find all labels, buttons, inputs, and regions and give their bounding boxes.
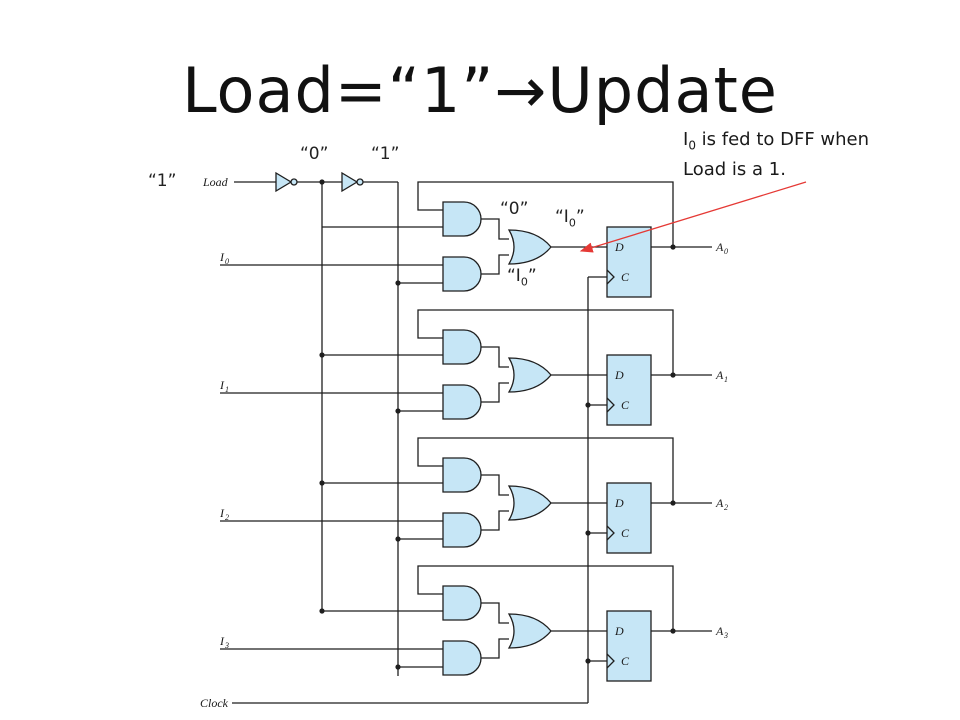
stage-1-and-bottom-out: [481, 382, 509, 403]
stage-1-output-sub: 1: [724, 375, 728, 384]
stage-0-dff-c-label: C: [621, 270, 630, 284]
stage-2-dff-clock-mark: [606, 525, 615, 541]
stage-2-and-top-out: [481, 474, 509, 496]
stage-2-output-sub: 2: [724, 503, 728, 512]
inverter-2-bubble: [356, 178, 364, 186]
stage-0-input-sub: 0: [225, 257, 229, 266]
stage-0-load-junction: [395, 280, 401, 286]
load-value-label: “1”: [148, 171, 177, 191]
stage-3-and-top-out: [481, 602, 509, 624]
stage-1-input-sub: 1: [225, 385, 229, 394]
stage-2-feedback-wire: [417, 437, 674, 503]
stage-1-dff-clock-mark: [606, 397, 615, 413]
stage-3-output-junction: [670, 628, 676, 634]
inverter-1-bubble: [290, 178, 298, 186]
annotation-line-2: Load is a 1.: [683, 158, 786, 180]
stage-0-or: [507, 229, 552, 265]
stage-2-dff-d-label: D: [614, 496, 624, 510]
stage-3-output-sub: 3: [723, 631, 728, 640]
stage-0-dff-clock-mark: [606, 269, 615, 285]
stage-1-feedback-wire: [417, 309, 674, 375]
stage-3-dff-clock-mark: [606, 653, 615, 669]
stage-1-and-bottom: [442, 384, 482, 420]
annotation-line-1: I0 is fed to DFF when: [683, 129, 870, 153]
stage-2-input-sub: 2: [225, 513, 229, 522]
clock-pin-label: Clock: [200, 696, 229, 710]
stage-3-and-bottom-out: [481, 638, 509, 659]
inverter-1: [275, 171, 293, 193]
stage-2-output-junction: [670, 500, 676, 506]
stage-3-output-label: A: [715, 624, 724, 638]
stage-2-input-label: I: [219, 506, 225, 520]
stage-1-clock-junction: [585, 402, 591, 408]
stage-3-load-junction: [395, 664, 401, 670]
stage-2-or: [507, 485, 552, 521]
stage-3-dff: [606, 610, 652, 682]
stage-2-loadn-junction: [319, 480, 325, 486]
stage-2-and-bottom: [442, 512, 482, 548]
stage-3-loadn-junction: [319, 608, 325, 614]
stage-0-and-top-out: [481, 218, 509, 240]
stage-1-output-junction: [670, 372, 676, 378]
stage-1-input-label: I: [219, 378, 225, 392]
stage-0-feedback-wire: [417, 181, 674, 247]
annotation-arrow: [579, 181, 807, 253]
stage-1-dff: [606, 354, 652, 426]
stage-3-feedback-wire: [417, 565, 674, 631]
stage-0-output-sub: 0: [724, 247, 728, 256]
stage-3-and-bottom: [442, 640, 482, 676]
stage-1-load-junction: [395, 408, 401, 414]
stage-2-dff: [606, 482, 652, 554]
stage-1-output-label: A: [715, 368, 724, 382]
stage-3-dff-c-label: C: [621, 654, 630, 668]
stage-2-and-top: [442, 457, 482, 493]
stage-0-and-bottom-out: [481, 254, 509, 275]
and-bottom-output-label: “I0”: [507, 266, 537, 289]
stage-1-and-top: [442, 329, 482, 365]
stage-0-and-bottom: [442, 256, 482, 292]
inverter2-output-label: “1”: [371, 144, 400, 164]
stage-2-load-junction: [395, 536, 401, 542]
stage-0-dff-d-label: D: [614, 240, 624, 254]
annotation-note: I0 is fed to DFF when Load is a 1.: [683, 128, 869, 182]
stage-1-or: [507, 357, 552, 393]
inverter-2: [341, 171, 359, 193]
stage-0-and-top: [442, 201, 482, 237]
stage-3-input-label: I: [219, 634, 225, 648]
stage-0-output-junction: [670, 244, 676, 250]
and-top-output-label: “0”: [500, 199, 529, 219]
stage-3-dff-d-label: D: [614, 624, 624, 638]
stage-3-or: [507, 613, 552, 649]
slide-title: Load=“1”→Update: [182, 54, 778, 127]
stage-1-dff-d-label: D: [614, 368, 624, 382]
stage-1-loadn-junction: [319, 352, 325, 358]
stage-3-clock-junction: [585, 658, 591, 664]
stage-0-dff: [606, 226, 652, 298]
stage-0-input-label: I: [219, 250, 225, 264]
stage-0-output-label: A: [715, 240, 724, 254]
inverter1-output-label: “0”: [300, 144, 329, 164]
stage-2-dff-c-label: C: [621, 526, 630, 540]
load-pin-label: Load: [202, 175, 229, 189]
stage-2-clock-junction: [585, 530, 591, 536]
or-output-label: “I0”: [555, 207, 585, 230]
stage-3-input-sub: 3: [224, 641, 229, 650]
stage-1-dff-c-label: C: [621, 398, 630, 412]
stage-1-and-top-out: [481, 346, 509, 368]
stage-2-output-label: A: [715, 496, 724, 510]
stage-2-and-bottom-out: [481, 510, 509, 531]
stage-3-and-top: [442, 585, 482, 621]
